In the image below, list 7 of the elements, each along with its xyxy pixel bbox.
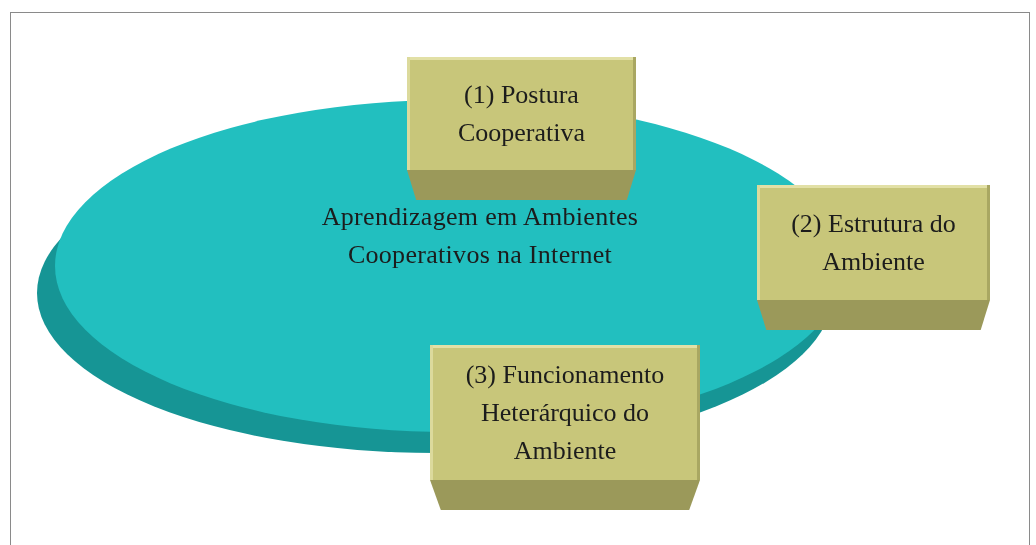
beveled-box <box>430 345 700 510</box>
beveled-box <box>757 185 990 330</box>
box-label: (3) Funcionamento Heterárquico do Ambiente <box>464 358 666 467</box>
beveled-box <box>407 57 636 200</box>
box-label: (2) Estrutura do Ambiente <box>790 207 957 278</box>
ellipse-label: Aprendizagem em Ambientes Cooperativos na Internet <box>320 201 640 271</box>
box-label: (1) Postura Cooperativa <box>456 78 587 149</box>
